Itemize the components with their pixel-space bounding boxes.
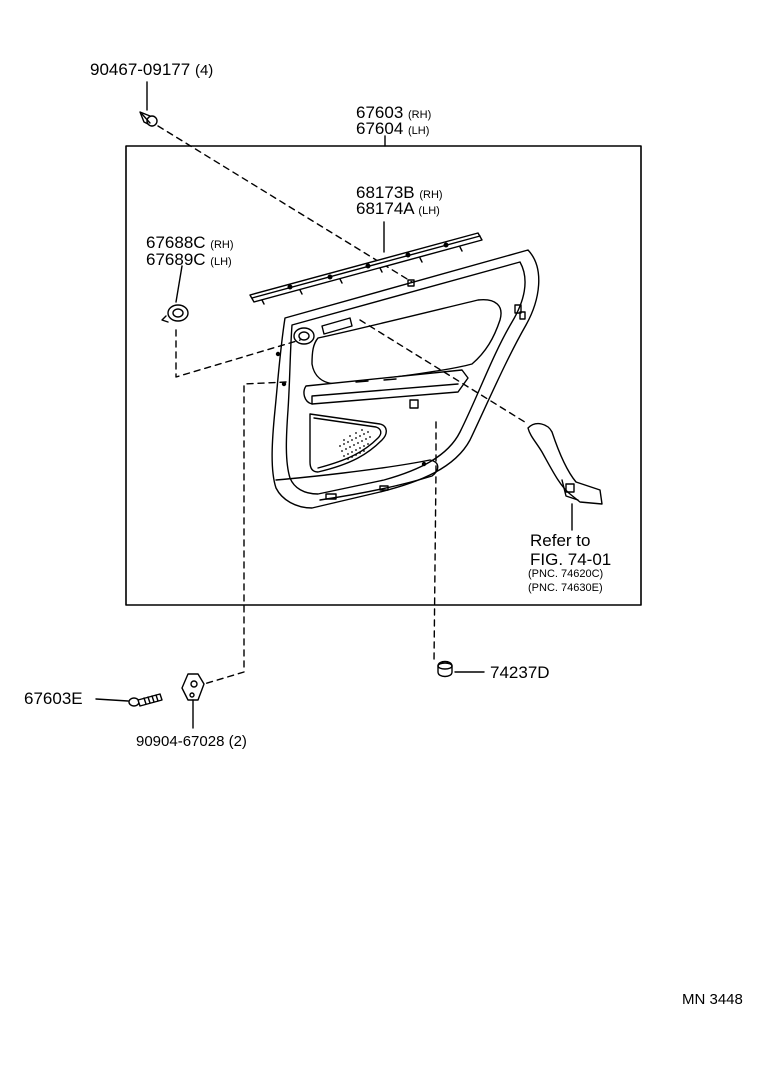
reference-line2: FIG. 74-01 <box>530 550 612 569</box>
part-number: 67604 <box>356 119 404 138</box>
part-side: (RH) <box>419 189 443 201</box>
open-paren: ( <box>528 568 532 580</box>
reference-pnc2: (PNC. 74630E) <box>528 583 603 594</box>
close-paren: ) <box>599 568 604 580</box>
part-number: 67689C <box>146 250 206 269</box>
top-clip-icon <box>139 81 158 127</box>
bracket-clip-icon <box>181 673 205 701</box>
assembly-frame <box>125 145 642 606</box>
part-number: 67688C <box>146 233 206 252</box>
screw-leader <box>95 698 129 702</box>
part-number: 67603E <box>24 689 83 708</box>
reference-line1: Refer to <box>530 531 591 550</box>
cap-leader <box>175 265 183 303</box>
weatherstrip-icon <box>249 232 483 305</box>
label-retainer: 74237D <box>490 664 550 681</box>
label-panel-lh: 67604 (LH) <box>356 120 429 137</box>
part-side: (LH) <box>418 205 440 217</box>
part-side: (LH) <box>210 256 232 268</box>
open-paren: ( <box>528 582 532 594</box>
clip-dash-line <box>157 125 413 283</box>
door-trim-panel-icon <box>271 249 540 509</box>
label-cap-lh: 67689C (LH) <box>146 251 232 268</box>
retainer-dash-line <box>433 421 437 663</box>
part-side: (RH) <box>210 239 234 251</box>
cap-dash-line <box>175 329 301 378</box>
pnc-value: PNC. 74630E <box>531 582 599 594</box>
part-number: 90467-09177 <box>90 60 191 79</box>
pnc-value: PNC. 74620C <box>531 568 600 580</box>
cap-icon <box>161 304 189 323</box>
label-bracket-clip: 90904-67028 (2) <box>136 734 247 749</box>
speaker-grille-dots <box>339 429 371 460</box>
diagram-code: MN 3448 <box>682 991 743 1008</box>
label-screw: 67603E <box>24 690 83 707</box>
part-number: 90904-67028 <box>136 733 225 750</box>
part-side: (LH) <box>408 125 430 137</box>
part-qty: (2) <box>228 733 247 750</box>
part-side: (RH) <box>408 109 432 121</box>
reference-pnc1: (PNC. 74620C) <box>528 569 603 580</box>
label-clip-top: 90467-09177 (4) <box>90 61 213 78</box>
label-panel-rh: 67603 (RH) <box>356 104 431 121</box>
part-number: 74237D <box>490 663 550 682</box>
label-weatherstrip-lh: 68174A (LH) <box>356 200 440 217</box>
handle-dash-line <box>359 319 529 425</box>
screw-icon <box>128 693 163 707</box>
retainer-icon <box>437 660 453 678</box>
label-weatherstrip-rh: 68173B (RH) <box>356 184 443 201</box>
part-number: 67603 <box>356 103 404 122</box>
label-cap-rh: 67688C (RH) <box>146 234 234 251</box>
inside-handle-icon <box>527 422 603 505</box>
part-number: 68174A <box>356 199 414 218</box>
part-number: 68173B <box>356 183 415 202</box>
part-qty: (4) <box>194 62 214 79</box>
close-paren: ) <box>598 582 603 594</box>
